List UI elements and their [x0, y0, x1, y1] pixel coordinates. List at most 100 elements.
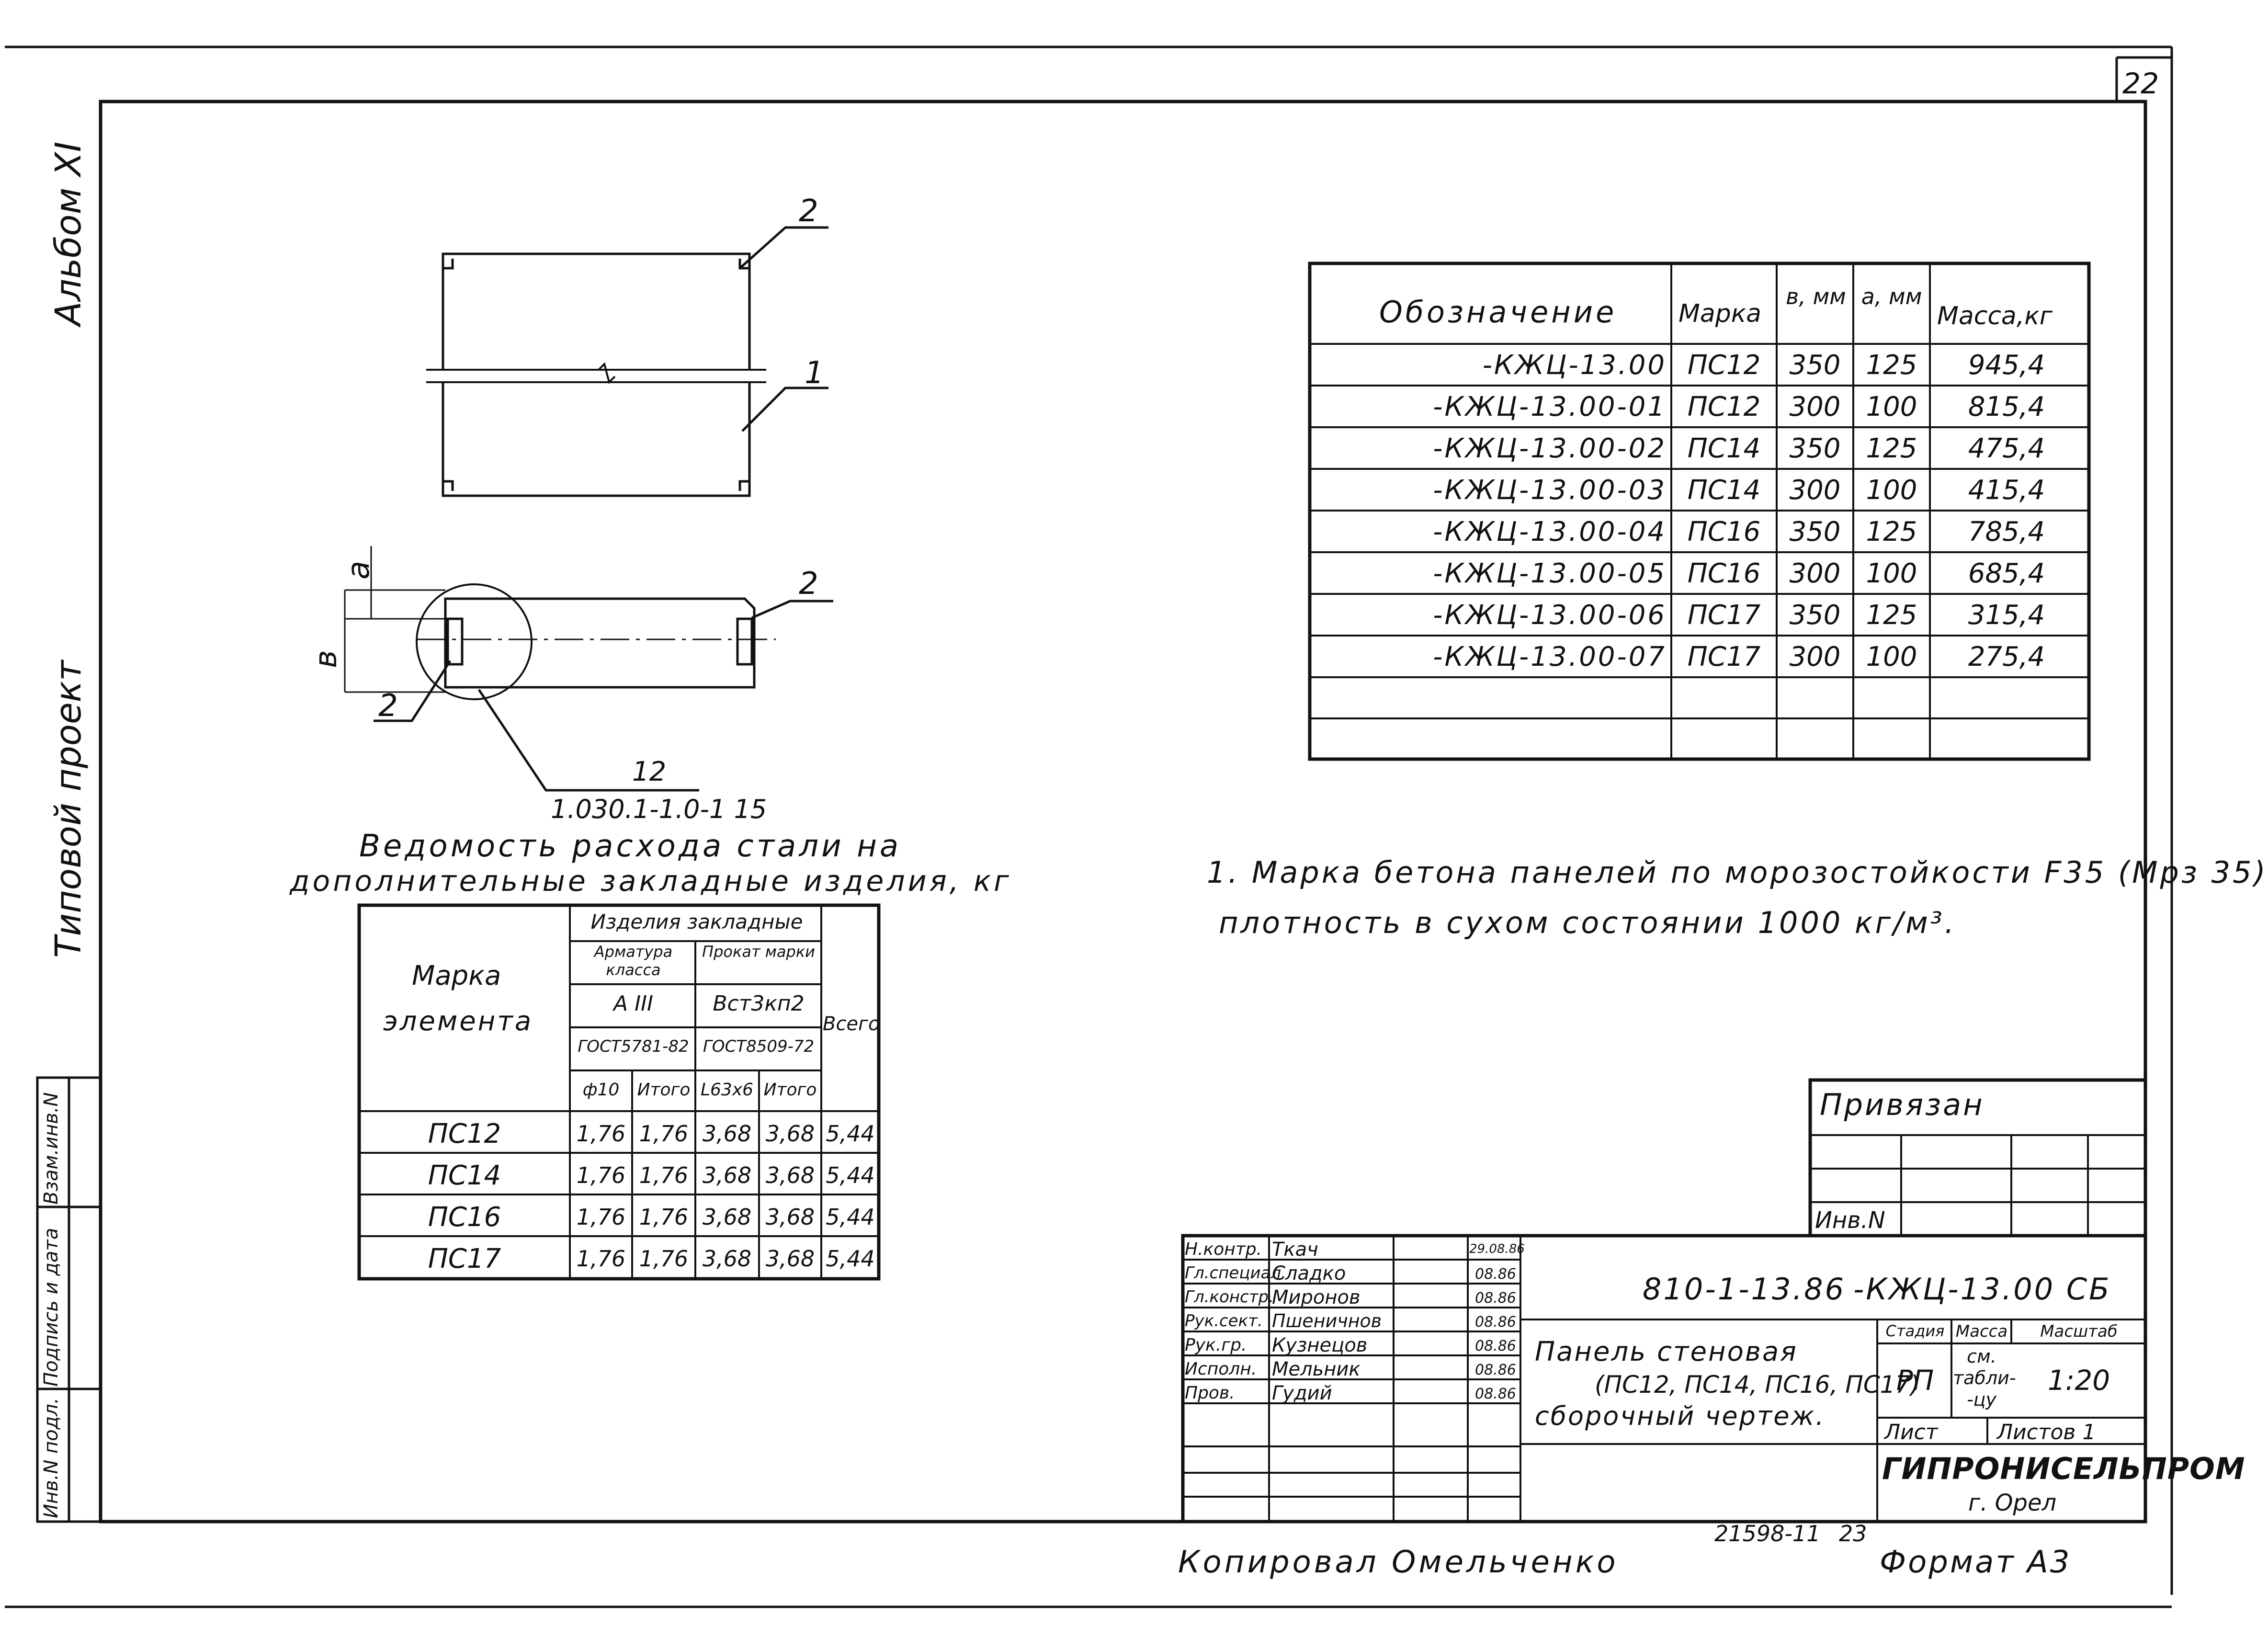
- steel-header-gost1: ГОСТ5781-82: [578, 1037, 689, 1056]
- signature-role: Рук.гр.: [1185, 1335, 1247, 1355]
- steel-header-mark-2: элемента: [383, 1006, 533, 1037]
- sheet-number: 22: [2122, 67, 2159, 101]
- mass-cell-v: 300: [1789, 475, 1841, 506]
- title-city: г. Орел: [1968, 1490, 2057, 1516]
- signature-date: 08.86: [1475, 1266, 1516, 1283]
- mass-cell-v: 350: [1789, 433, 1841, 464]
- steel-header-class: А III: [613, 991, 653, 1016]
- footer-page: 23: [1839, 1521, 1867, 1547]
- signature-name: Миронов: [1272, 1286, 1361, 1308]
- steel-header-angle: L63x6: [700, 1080, 754, 1100]
- title-stage: РП: [1896, 1364, 1934, 1397]
- mass-cell-mark: ПС17: [1687, 641, 1761, 672]
- mass-cell-v: 300: [1789, 641, 1841, 672]
- signature-name: Ткач: [1272, 1239, 1318, 1261]
- steel-cell: 1,76: [576, 1246, 626, 1272]
- mass-cell-mass: 945,4: [1968, 350, 2045, 381]
- steel-cell: 3,68: [765, 1246, 815, 1272]
- mass-cell-mass: 275,4: [1968, 641, 2045, 672]
- steel-header-prokat: Прокат марки: [702, 943, 815, 961]
- footer-copied: Копировал Омельченко: [1178, 1545, 1619, 1580]
- steel-cell: 1,76: [639, 1246, 689, 1272]
- signature-role: Исполн.: [1185, 1359, 1257, 1379]
- note-line-2: плотность в сухом состоянии 1000 кг/м³.: [1219, 905, 1957, 940]
- mass-cell-designation: -КЖЦ-13.00-03: [1433, 475, 1667, 506]
- steel-header-d10: ф10: [582, 1080, 620, 1100]
- signature-role: Н.контр.: [1185, 1240, 1262, 1259]
- title-name-3: сборочный чертеж.: [1535, 1401, 1826, 1431]
- mass-cell-v: 300: [1789, 558, 1841, 589]
- mass-cell-mark: ПС17: [1687, 600, 1761, 631]
- callout-2-plan: 2: [799, 193, 818, 229]
- steel-cell: 3,68: [765, 1121, 815, 1147]
- signature-date: 08.86: [1475, 1362, 1516, 1378]
- mass-table-grid: [1308, 262, 2091, 761]
- title-name-2: (ПС12, ПС14, ПС16, ПС17): [1595, 1371, 1920, 1399]
- mass-header-v: в, мм: [1786, 284, 1846, 309]
- mass-cell-mark: ПС12: [1687, 391, 1761, 422]
- signature-name: Пшеничнов: [1272, 1310, 1382, 1331]
- mass-cell-a: 100: [1866, 475, 1917, 506]
- signature-date: 08.86: [1475, 1314, 1516, 1331]
- steel-cell: 1,76: [576, 1121, 626, 1147]
- privyazan-inv: Инв.N: [1815, 1207, 1885, 1234]
- mass-cell-mass: 315,4: [1968, 600, 2045, 631]
- dim-a-label: а: [341, 561, 376, 580]
- callout-12: 12: [632, 756, 666, 787]
- mass-cell-designation: -КЖЦ-13.00-06: [1433, 600, 1667, 631]
- steel-header-itogo2: Итого: [763, 1080, 817, 1100]
- drawing-sheet: 2 1 а в 2 2 12 1.030.1-1.0-1 15: [5, 45, 2173, 1608]
- signature-name: Гудий: [1272, 1382, 1332, 1404]
- mass-cell-v: 350: [1789, 350, 1841, 381]
- title-sheets: Листов 1: [1997, 1420, 2096, 1444]
- mass-cell-a: 125: [1866, 350, 1917, 381]
- title-org: ГИПРОНИСЕЛЬПРОМ: [1882, 1451, 2245, 1486]
- signature-date: 29.08.86: [1469, 1242, 1525, 1256]
- mass-cell-a: 100: [1866, 558, 1917, 589]
- mass-cell-a: 125: [1866, 516, 1917, 547]
- signature-role: Гл.констр.: [1185, 1287, 1274, 1307]
- steel-header-total: Всего: [823, 1013, 880, 1035]
- steel-cell-mark: ПС17: [428, 1243, 501, 1274]
- signature-name: Мельник: [1272, 1358, 1361, 1380]
- mass-cell-mark: ПС14: [1687, 433, 1761, 464]
- mass-cell-a: 100: [1866, 641, 1917, 672]
- title-header-mass: Масса: [1955, 1322, 2008, 1341]
- callout-2-section-left: 2: [378, 688, 398, 724]
- mass-cell-designation: -КЖЦ-13.00-01: [1433, 391, 1667, 422]
- steel-header-mark-1: Марка: [412, 960, 501, 991]
- note-line-1: 1. Марка бетона панелей по морозостойкос…: [1207, 855, 2268, 890]
- mass-header-a: а, мм: [1861, 284, 1922, 309]
- steel-cell: 3,68: [765, 1204, 815, 1230]
- title-header-scale: Масштаб: [2040, 1322, 2118, 1341]
- steel-cell: 3,68: [702, 1121, 752, 1147]
- mass-cell-mass: 475,4: [1968, 433, 2045, 464]
- mass-cell-a: 100: [1866, 391, 1917, 422]
- steel-table-grid: [357, 903, 881, 1281]
- mass-cell-v: 300: [1789, 391, 1841, 422]
- mass-header-mark: Марка: [1678, 299, 1762, 328]
- callout-12-ref: 1.030.1-1.0-1 15: [551, 794, 767, 824]
- mass-cell-v: 350: [1789, 600, 1841, 631]
- steel-cell: 1,76: [639, 1204, 689, 1230]
- steel-cell: 1,76: [576, 1162, 626, 1188]
- mass-cell-mass: 685,4: [1968, 558, 2045, 589]
- title-code: 810-1-13.86: [1643, 1272, 1846, 1307]
- title-mass-1: см.: [1967, 1346, 1996, 1367]
- steel-cell-total: 5,44: [826, 1162, 875, 1188]
- mass-cell-mass: 415,4: [1968, 475, 2045, 506]
- steel-header-gost2: ГОСТ8509-72: [703, 1037, 815, 1056]
- steel-cell-total: 5,44: [826, 1246, 875, 1272]
- steel-cell: 1,76: [639, 1162, 689, 1188]
- panel-plan-view: [426, 226, 828, 497]
- signature-role: Гл.специал.: [1185, 1263, 1286, 1283]
- steel-header-steel: Вст3кп2: [713, 991, 805, 1016]
- footer-format: Формат А3: [1880, 1545, 2072, 1580]
- steel-header-embedded: Изделия закладные: [590, 910, 803, 933]
- callout-2-section-right: 2: [799, 566, 818, 602]
- footer-archive: 21598-11: [1714, 1521, 1821, 1547]
- signature-name: Кузнецов: [1272, 1334, 1368, 1356]
- steel-cell: 3,68: [702, 1162, 752, 1188]
- steel-table-title-2: дополнительные закладные изделия, кг: [290, 864, 1012, 898]
- signature-date: 08.86: [1475, 1338, 1516, 1354]
